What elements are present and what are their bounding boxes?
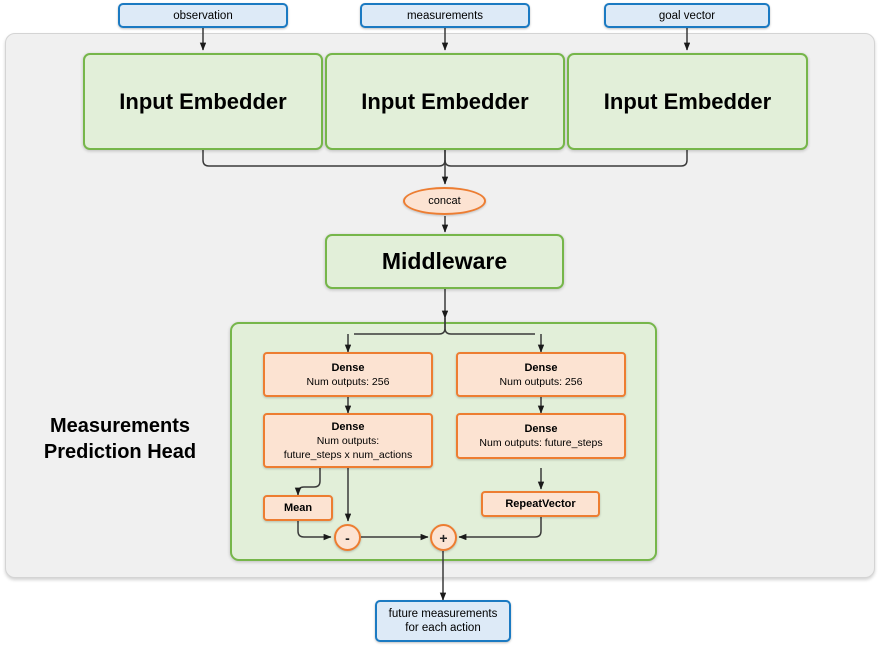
input-box-goal-vector[interactable]: goal vector <box>604 3 770 28</box>
repeat-vector-node[interactable]: RepeatVector <box>481 491 600 517</box>
input-label-measurements: measurements <box>406 9 484 22</box>
dense-title: Dense <box>331 361 365 374</box>
dense-title: Dense <box>524 361 558 374</box>
input-embedder-label: Input Embedder <box>119 88 287 114</box>
dense-left-2[interactable]: Dense Num outputs: future_steps x num_ac… <box>263 413 433 468</box>
add-operator-label: + <box>439 529 448 546</box>
subtract-operator-label: - <box>345 529 350 546</box>
input-label-observation: observation <box>173 9 233 22</box>
output-label-line1: future measurements <box>388 608 498 620</box>
input-embedder-label: Input Embedder <box>361 88 529 114</box>
input-embedder-measurements[interactable]: Input Embedder <box>325 53 565 150</box>
subtract-operator[interactable]: - <box>334 524 361 551</box>
dense-left-1[interactable]: Dense Num outputs: 256 <box>263 352 433 397</box>
mean-label: Mean <box>283 502 313 514</box>
head-label-line1: Measurements <box>49 415 191 437</box>
input-embedder-label: Input Embedder <box>603 88 772 114</box>
input-box-observation[interactable]: observation <box>118 3 288 28</box>
dense-title: Dense <box>524 423 558 435</box>
head-label-line2: Prediction Head <box>43 441 197 463</box>
input-label-goal-vector: goal vector <box>658 9 716 22</box>
dense-outputs-line1: Num outputs: 256 <box>499 375 583 388</box>
add-operator[interactable]: + <box>430 524 457 551</box>
dense-right-2[interactable]: Dense Num outputs: future_steps <box>456 413 626 459</box>
output-box-future-measurements[interactable]: future measurements for each action <box>375 600 511 642</box>
output-label-line2: for each action <box>405 622 481 634</box>
repeat-vector-label: RepeatVector <box>505 498 576 510</box>
dense-outputs-line1: Num outputs: future_steps <box>479 437 603 449</box>
mean-node[interactable]: Mean <box>263 495 333 521</box>
dense-outputs-line2: future_steps x num_actions <box>283 448 413 461</box>
dense-title: Dense <box>331 420 365 433</box>
middleware-block[interactable]: Middleware <box>325 234 564 289</box>
input-box-measurements[interactable]: measurements <box>360 3 530 28</box>
dense-outputs-line1: Num outputs: 256 <box>306 375 390 388</box>
concat-node[interactable]: concat <box>403 187 486 215</box>
input-embedder-observation[interactable]: Input Embedder <box>83 53 323 150</box>
dense-outputs-line1: Num outputs: <box>316 434 380 447</box>
middleware-label: Middleware <box>381 248 508 274</box>
measurements-prediction-head-label: Measurements Prediction Head <box>20 408 220 470</box>
input-embedder-goal-vector[interactable]: Input Embedder <box>567 53 808 150</box>
dense-right-1[interactable]: Dense Num outputs: 256 <box>456 352 626 397</box>
concat-label: concat <box>428 195 461 207</box>
